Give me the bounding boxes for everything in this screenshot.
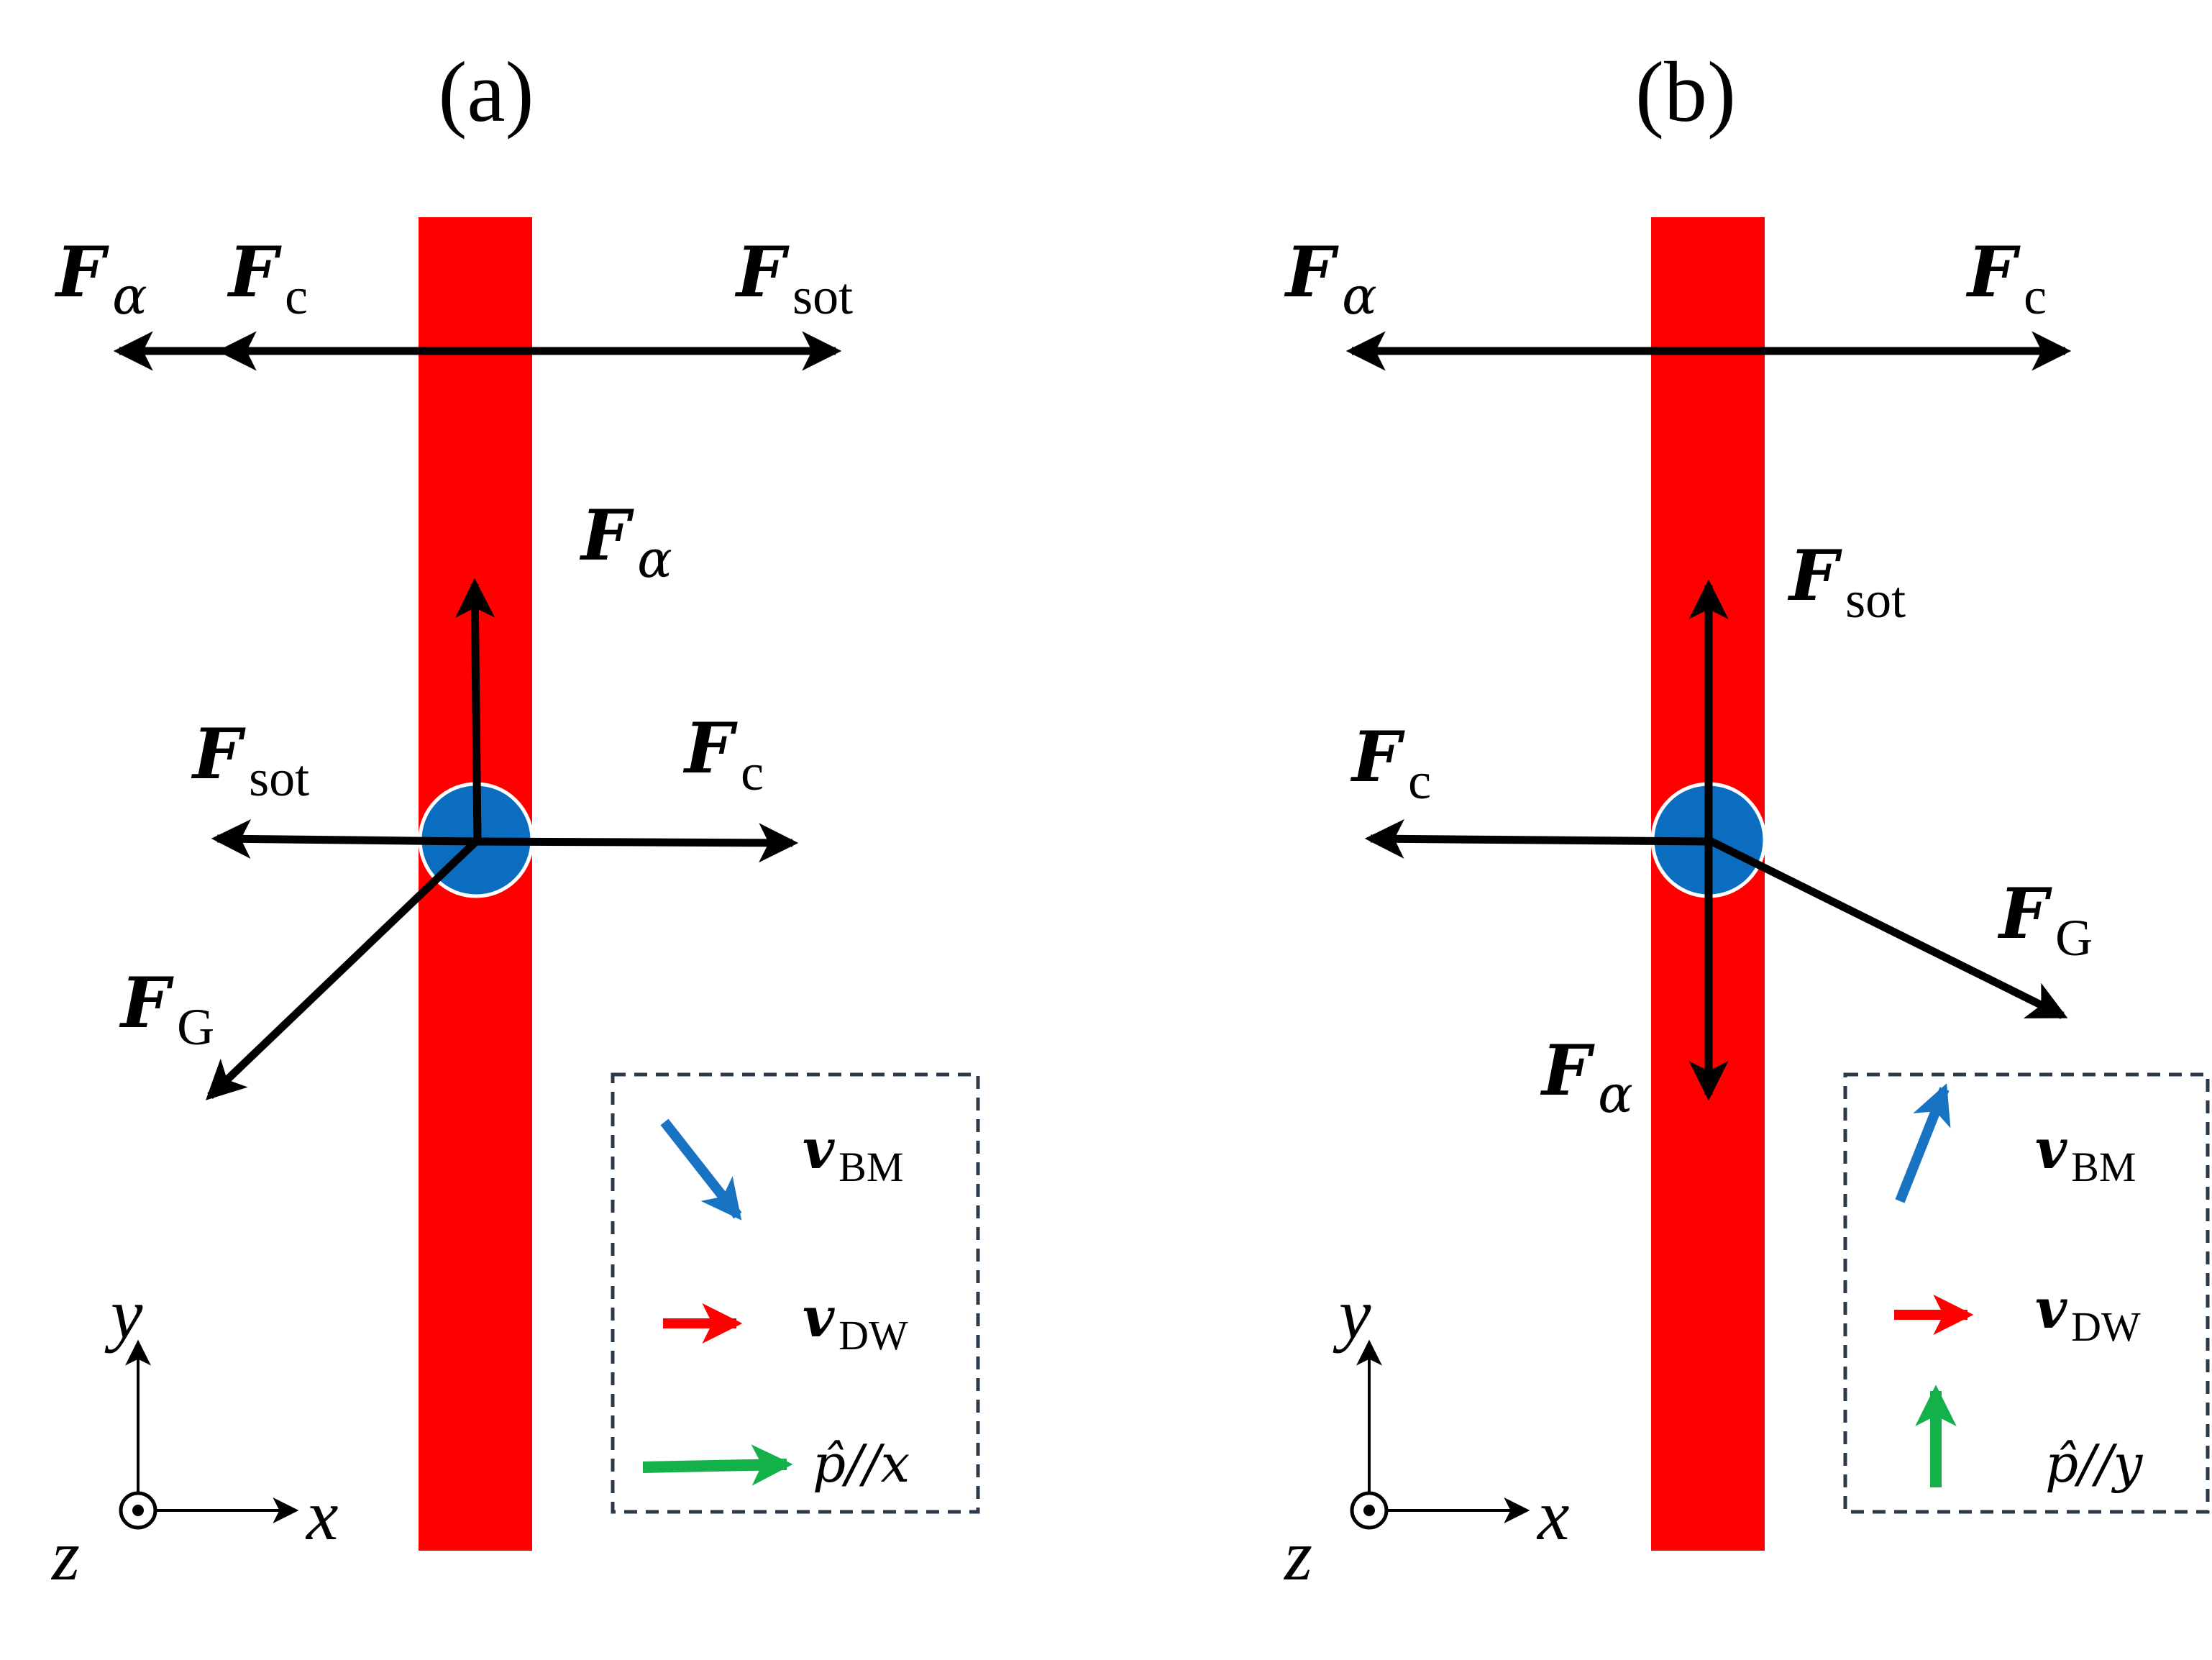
panel-title: (b): [1635, 44, 1736, 140]
panel-title: (a): [438, 44, 534, 140]
force-c-left-arrow: [1364, 818, 1709, 859]
force-alpha-up-arrow: [455, 578, 495, 841]
force-c-right-arrow: [474, 823, 799, 863]
z-axis-dot: [132, 1505, 144, 1516]
coordinate-axes: y x z: [50, 1274, 338, 1595]
legend-box: [1843, 1072, 2210, 1514]
force-g-arrow: [1706, 836, 2068, 1019]
label-x: x: [1536, 1475, 1569, 1555]
force-sot-left-arrow: [211, 819, 478, 859]
polarization-arrow: [642, 1444, 793, 1486]
label-polarization: p̂//x: [813, 1433, 910, 1494]
legend-box: [611, 1072, 980, 1514]
coordinate-axes: y x z: [1283, 1274, 1569, 1595]
z-axis-dot: [1363, 1505, 1375, 1516]
label-polarization: p̂//y: [2045, 1433, 2144, 1494]
v-bm-arrow: [1895, 1083, 1951, 1203]
label-y: y: [1333, 1274, 1371, 1354]
label-x: x: [305, 1475, 338, 1555]
label-y: y: [104, 1274, 143, 1354]
force-g-arrow: [206, 837, 480, 1100]
v-bm-arrow: [660, 1118, 742, 1221]
label-z: z: [1283, 1515, 1312, 1595]
label-z: z: [50, 1515, 80, 1595]
